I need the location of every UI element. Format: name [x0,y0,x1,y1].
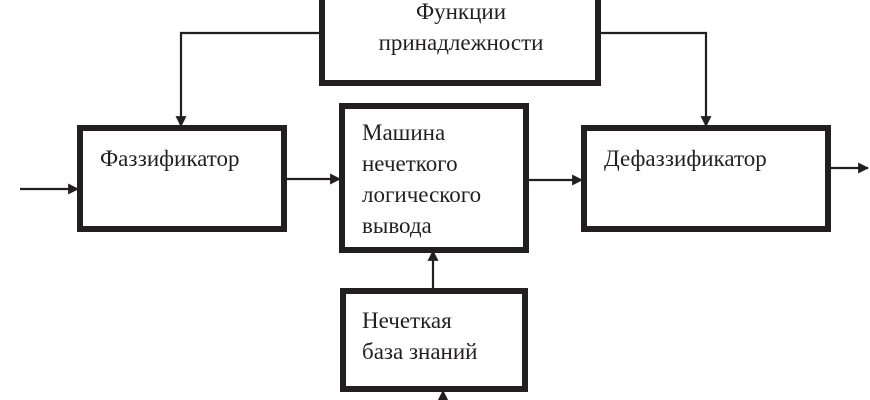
label-line: база знаний [362,339,478,364]
label-line: Машина [362,120,446,145]
label-line: принадлежности [378,30,544,55]
inference-engine-label: Машина нечеткого логического вывода [362,117,481,241]
membership-functions-block [319,0,601,86]
label-line: Функции [415,0,507,24]
label-line: Фаззификатор [100,146,240,171]
inference-engine-block [339,103,529,253]
label-line: Дефаззификатор [604,146,767,171]
label-line: вывода [362,213,432,238]
knowledge-base-block [340,288,528,392]
fuzzifier-label: Фаззификатор [100,143,240,174]
defuzzifier-block [581,125,831,232]
arrow-membership-to-defuzzifier [598,31,712,128]
label-line: логического [362,182,482,207]
knowledge-base-label: Нечеткая база знаний [362,305,477,367]
membership-functions-label: Функции принадлежности [350,0,572,58]
label-line: Нечеткая [362,308,452,333]
defuzzifier-label: Дефаззификатор [604,143,767,174]
label-line: нечеткого [362,151,458,176]
fuzzifier-block [77,125,287,232]
arrow-membership-to-fuzzifier [175,31,322,128]
